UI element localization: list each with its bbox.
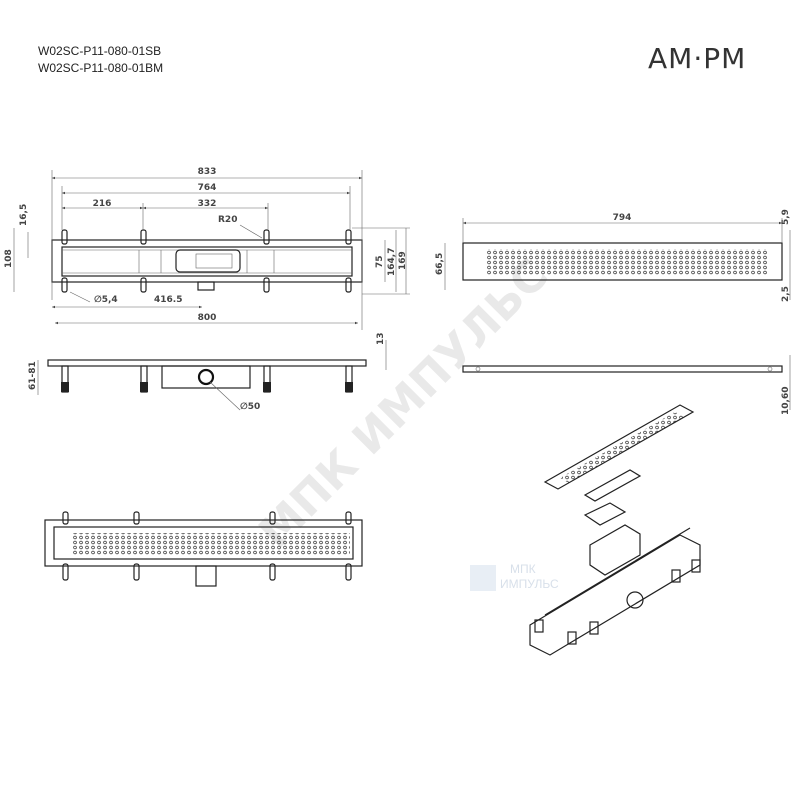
dim-833: 833 <box>198 167 217 177</box>
dim-outlet-50: ∅50 <box>240 402 260 412</box>
dim-108: 108 <box>4 249 14 268</box>
dim-61-81: 61-81 <box>28 361 38 390</box>
dim-416-5: 416.5 <box>154 295 182 305</box>
side-view: 13 61-81 ∅50 <box>28 332 387 412</box>
dim-5-9: 5,9 <box>781 209 791 225</box>
dim-764: 764 <box>198 183 217 193</box>
brand-logo: AM·PM <box>648 42 747 75</box>
dim-10-60: 10,60 <box>781 387 791 415</box>
dim-16-5: 16,5 <box>19 204 29 226</box>
watermark-small-logo: МПК ИМПУЛЬС <box>470 562 559 591</box>
watermark-small-line1: МПК <box>510 562 536 576</box>
dim-332: 332 <box>198 199 217 209</box>
dim-794: 794 <box>613 213 632 223</box>
isometric-view <box>529 404 701 656</box>
grate-view: 794 5,9 66,5 2,5 10,60 <box>435 209 791 415</box>
assembled-view <box>44 511 363 587</box>
model-number-sb: W02SC-P11-080-01SB <box>38 44 162 58</box>
dim-13: 13 <box>376 332 386 345</box>
dim-169: 169 <box>398 251 408 270</box>
dim-66-5: 66,5 <box>435 253 445 275</box>
dim-216: 216 <box>93 199 112 209</box>
dim-75: 75 <box>375 255 385 268</box>
model-number-bm: W02SC-P11-080-01BM <box>38 61 164 75</box>
dim-hole: ∅5,4 <box>94 295 118 305</box>
watermark-small-line2: ИМПУЛЬС <box>500 577 559 591</box>
dim-r20: R20 <box>218 215 237 225</box>
dim-800: 800 <box>198 313 217 323</box>
top-view: 833 764 216 332 R20 16,5 108 75 164,7 16… <box>4 167 410 330</box>
dim-164-7: 164,7 <box>387 248 397 276</box>
dim-2-5: 2,5 <box>781 286 791 302</box>
watermark-text: МПК ИМПУЛЬС <box>250 250 559 559</box>
